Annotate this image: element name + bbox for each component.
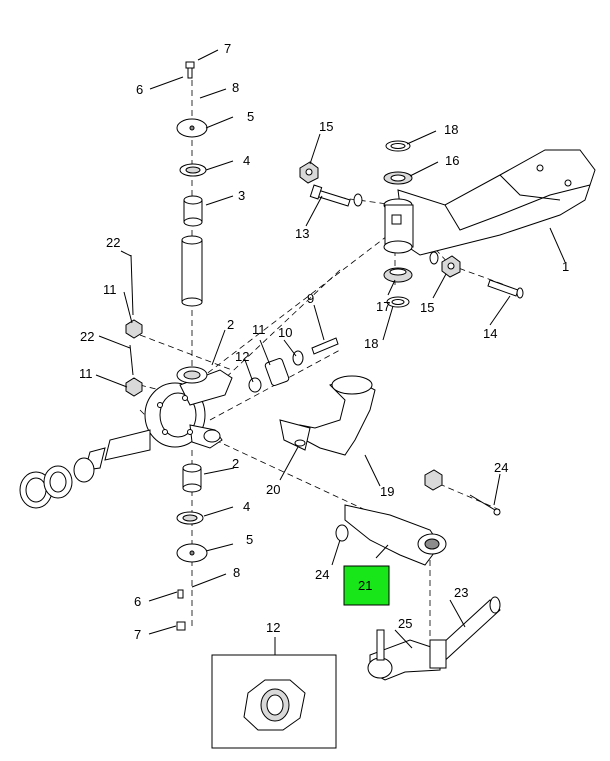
callout-labels: 7 6 8 5 4 3 22 11 22 11 2 11 10 9 12 15 … bbox=[79, 41, 569, 642]
callout-11-mid[interactable]: 11 bbox=[252, 322, 266, 337]
callout-25[interactable]: 25 bbox=[398, 616, 412, 631]
callout-5-bottom[interactable]: 5 bbox=[246, 532, 253, 547]
tone-ring bbox=[19, 457, 95, 509]
pitman-arm bbox=[335, 504, 447, 566]
callout-1[interactable]: 1 bbox=[562, 259, 569, 274]
leader-lines bbox=[95, 49, 566, 649]
castle-nut-24 bbox=[424, 469, 443, 491]
nut-15-upper bbox=[299, 161, 319, 184]
callout-8-top[interactable]: 8 bbox=[232, 80, 239, 95]
upper-thrust-washers bbox=[383, 140, 413, 185]
callout-21[interactable]: 21 bbox=[358, 578, 372, 593]
lower-grease-fitting bbox=[176, 589, 186, 631]
upper-bushing bbox=[183, 195, 203, 227]
tie-rod bbox=[429, 596, 501, 666]
callout-14[interactable]: 14 bbox=[483, 326, 497, 341]
callout-24-right[interactable]: 24 bbox=[494, 460, 508, 475]
callout-15-bottom[interactable]: 15 bbox=[420, 300, 434, 315]
callout-24-left[interactable]: 24 bbox=[315, 567, 329, 582]
castle-nut-lower-11 bbox=[125, 377, 143, 397]
lower-cap bbox=[176, 543, 208, 563]
callout-18-top[interactable]: 18 bbox=[444, 122, 458, 137]
detail-box bbox=[211, 637, 337, 749]
lower-thrust-washers bbox=[383, 267, 413, 308]
steering-arm bbox=[279, 375, 376, 456]
axle-beam bbox=[383, 149, 596, 256]
dowel-20 bbox=[294, 439, 306, 447]
callout-12-mid[interactable]: 12 bbox=[235, 349, 249, 364]
callout-4-bottom[interactable]: 4 bbox=[243, 499, 250, 514]
cotter-pin-upper-22 bbox=[130, 254, 134, 316]
washer-12 bbox=[248, 377, 262, 393]
stud-bolt-9 bbox=[311, 337, 339, 355]
cotter-pin-24 bbox=[469, 494, 501, 516]
callout-16[interactable]: 16 bbox=[445, 153, 459, 168]
callout-22-top[interactable]: 22 bbox=[106, 235, 120, 250]
washer-10 bbox=[292, 350, 304, 366]
callout-3[interactable]: 3 bbox=[238, 188, 245, 203]
callout-6-bottom[interactable]: 6 bbox=[134, 594, 141, 609]
upper-grease-fitting bbox=[185, 61, 195, 79]
upper-seal bbox=[179, 163, 207, 177]
callout-10[interactable]: 10 bbox=[278, 325, 292, 340]
callout-2-bottom[interactable]: 2 bbox=[232, 456, 239, 471]
castle-nut-11 bbox=[264, 357, 290, 387]
bolt-13 bbox=[309, 184, 363, 207]
callout-18-bottom[interactable]: 18 bbox=[364, 336, 378, 351]
castle-nut-upper-11 bbox=[125, 319, 143, 339]
callout-8-bottom[interactable]: 8 bbox=[233, 565, 240, 580]
lower-bushing bbox=[182, 463, 202, 493]
callout-7-bottom[interactable]: 7 bbox=[134, 627, 141, 642]
king-pin bbox=[181, 235, 203, 307]
upper-cap bbox=[176, 118, 208, 138]
callout-11-left[interactable]: 11 bbox=[79, 366, 93, 381]
callout-15-top[interactable]: 15 bbox=[319, 119, 333, 134]
bolt-14 bbox=[487, 279, 524, 299]
callout-13[interactable]: 13 bbox=[295, 226, 309, 241]
lower-seal bbox=[176, 511, 204, 525]
callout-12-detail[interactable]: 12 bbox=[266, 620, 280, 635]
steering-knuckle bbox=[84, 366, 233, 471]
callout-7-top[interactable]: 7 bbox=[224, 41, 231, 56]
highlighted-callout-box[interactable] bbox=[343, 565, 390, 606]
callout-20[interactable]: 20 bbox=[266, 482, 280, 497]
callout-9[interactable]: 9 bbox=[307, 291, 314, 306]
callout-23[interactable]: 23 bbox=[454, 585, 468, 600]
callout-5-top[interactable]: 5 bbox=[247, 109, 254, 124]
callout-6-top[interactable]: 6 bbox=[136, 82, 143, 97]
callout-22-bottom[interactable]: 22 bbox=[80, 329, 94, 344]
tie-rod-end bbox=[367, 629, 447, 681]
callout-17[interactable]: 17 bbox=[376, 299, 390, 314]
nut-15-lower bbox=[429, 251, 461, 278]
callout-4-top[interactable]: 4 bbox=[243, 153, 250, 168]
callout-2-top[interactable]: 2 bbox=[227, 317, 234, 332]
cotter-pin-lower-22 bbox=[129, 344, 134, 376]
callout-11-top[interactable]: 11 bbox=[103, 282, 117, 297]
callout-19[interactable]: 19 bbox=[380, 484, 394, 499]
